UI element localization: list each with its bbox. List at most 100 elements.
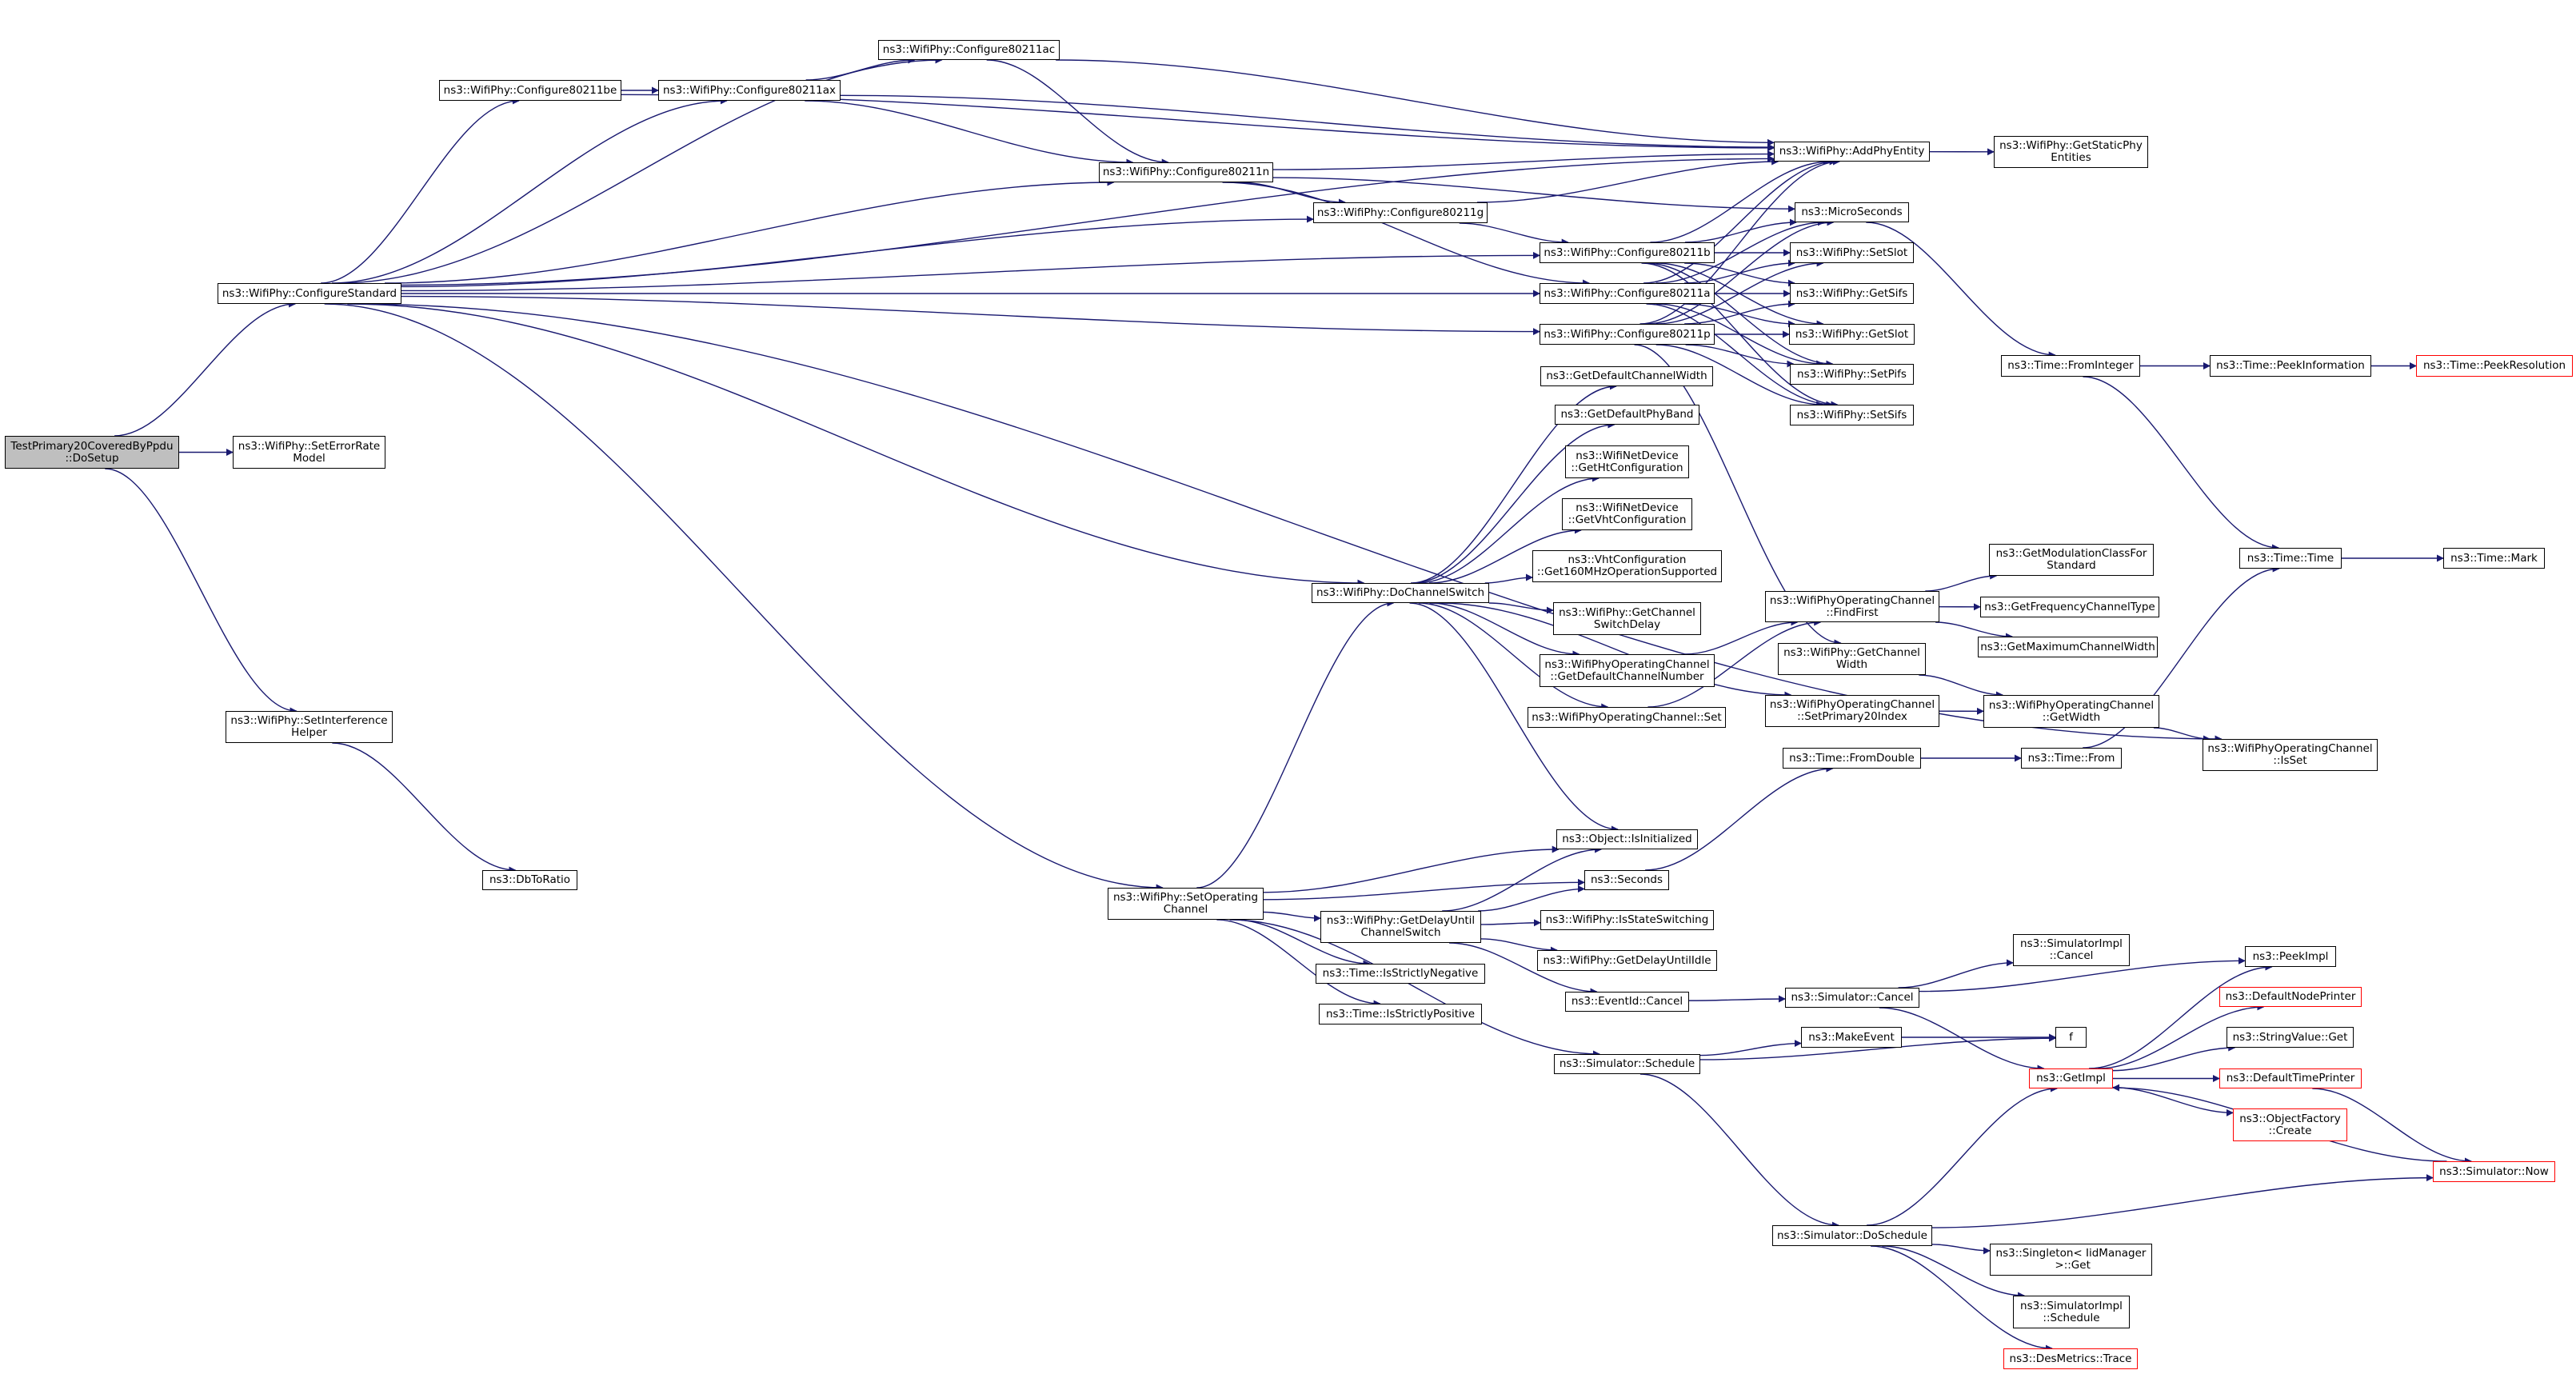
node-eventidcancel[interactable]: ns3::EventId::Cancel xyxy=(1565,992,1689,1012)
node-isstrictlynegative[interactable]: ns3::Time::IsStrictlyNegative xyxy=(1316,964,1485,984)
node-simulatorschedule[interactable]: ns3::Simulator::Schedule xyxy=(1554,1054,1700,1074)
node-label: ns3::SimulatorImpl ::Schedule xyxy=(2020,1299,2123,1324)
node-isset[interactable]: ns3::WifiPhyOperatingChannel ::IsSet xyxy=(2203,739,2378,771)
node-singletonget[interactable]: ns3::Singleton< IidManager >::Get xyxy=(1990,1244,2152,1276)
node-getdefaultchannelnumber[interactable]: ns3::WifiPhyOperatingChannel ::GetDefaul… xyxy=(1540,654,1715,687)
node-simulatornow[interactable]: ns3::Simulator::Now xyxy=(2433,1161,2555,1182)
node-c80211ac[interactable]: ns3::WifiPhy::Configure80211ac xyxy=(878,40,1060,60)
edge-c80211p-to-setslot xyxy=(1655,259,1824,325)
edge-configurestandard-to-dochannelswitch xyxy=(347,303,1365,587)
node-dochannelswitch[interactable]: ns3::WifiPhy::DoChannelSwitch xyxy=(1312,583,1489,603)
node-defaultnodeprinter[interactable]: ns3::DefaultNodePrinter xyxy=(2219,987,2362,1007)
node-simulatorimplschedule[interactable]: ns3::SimulatorImpl ::Schedule xyxy=(2013,1296,2130,1328)
node-objectfactorycreate[interactable]: ns3::ObjectFactory ::Create xyxy=(2233,1108,2347,1141)
node-seterrorratemodel[interactable]: ns3::WifiPhy::SetErrorRate Model xyxy=(233,436,385,469)
node-seconds[interactable]: ns3::Seconds xyxy=(1584,870,1669,890)
node-makeevent[interactable]: ns3::MakeEvent xyxy=(1801,1027,1902,1048)
node-timemark[interactable]: ns3::Time::Mark xyxy=(2443,548,2545,569)
node-getdefaultchannelwidth[interactable]: ns3::GetDefaultChannelWidth xyxy=(1540,366,1713,386)
node-fromdouble[interactable]: ns3::Time::FromDouble xyxy=(1783,748,1921,769)
edge-getwidth-to-isset xyxy=(2153,727,2211,743)
node-label: ns3::WifiPhy::Configure80211n xyxy=(1102,166,1270,178)
node-setoperatingchannel[interactable]: ns3::WifiPhy::SetOperating Channel xyxy=(1108,888,1264,920)
edge-getdelayuntilchannelswitch-to-isstateswitching xyxy=(1480,919,1541,927)
node-dbtoratio[interactable]: ns3::DbToRatio xyxy=(482,870,577,890)
node-stringvalueget[interactable]: ns3::StringValue::Get xyxy=(2227,1027,2354,1048)
node-label: ns3::Time::IsStrictlyPositive xyxy=(1325,1007,1476,1021)
node-gethtconfiguration[interactable]: ns3::WifiNetDevice ::GetHtConfiguration xyxy=(1565,445,1689,478)
node-setinterferencehelper[interactable]: ns3::WifiPhy::SetInterference Helper xyxy=(226,711,393,743)
edge-c80211n-to-c80211g xyxy=(1239,182,1346,206)
edge-c80211n-to-microseconds xyxy=(1272,177,1795,213)
node-c80211be[interactable]: ns3::WifiPhy::Configure80211be xyxy=(439,80,621,101)
node-setprimary20index[interactable]: ns3::WifiPhyOperatingChannel ::SetPrimar… xyxy=(1765,695,1939,727)
node-simulatorimplcancel[interactable]: ns3::SimulatorImpl ::Cancel xyxy=(2013,934,2130,966)
node-c80211p[interactable]: ns3::WifiPhy::Configure80211p xyxy=(1540,324,1715,345)
edge-setoperatingchannel-to-isinitialized xyxy=(1263,845,1560,893)
node-getdefaultphyband[interactable]: ns3::GetDefaultPhyBand xyxy=(1555,405,1699,425)
node-simulatorcancel[interactable]: ns3::Simulator::Cancel xyxy=(1785,988,1919,1008)
node-getwidth[interactable]: ns3::WifiPhyOperatingChannel ::GetWidth xyxy=(1983,695,2159,728)
edge-doschedule-to-singletonget xyxy=(1931,1244,1991,1255)
edge-getdefaultchannelnumber-to-findfirst xyxy=(1684,618,1799,655)
node-doschedule[interactable]: ns3::Simulator::DoSchedule xyxy=(1772,1225,1932,1246)
node-getfrequencychanneltype[interactable]: ns3::GetFrequencyChannelType xyxy=(1980,597,2159,617)
edge-configurestandard-to-setoperatingchannel xyxy=(324,303,1164,892)
node-label: ns3::WifiPhy::SetSifs xyxy=(1796,408,1907,421)
node-getmaximumchannelwidth[interactable]: ns3::GetMaximumChannelWidth xyxy=(1978,637,2158,657)
edge-dochannelswitch-to-getvhtconfiguration xyxy=(1428,526,1582,584)
edge-simulatorschedule-to-f xyxy=(1699,1034,2056,1060)
edge-configurestandard-to-c80211ac xyxy=(337,56,943,284)
node-getstaticphyentities[interactable]: ns3::WifiPhy::GetStaticPhy Entities xyxy=(1994,136,2148,168)
node-setsifs[interactable]: ns3::WifiPhy::SetSifs xyxy=(1790,405,1914,425)
node-c80211n[interactable]: ns3::WifiPhy::Configure80211n xyxy=(1099,162,1273,182)
edge-dosetup-to-configurestandard xyxy=(114,300,297,437)
node-opchannelset[interactable]: ns3::WifiPhyOperatingChannel::Set xyxy=(1528,707,1726,728)
node-peekinformation[interactable]: ns3::Time::PeekInformation xyxy=(2210,355,2371,377)
node-timefrom[interactable]: ns3::Time::From xyxy=(2021,748,2122,769)
node-setpifs[interactable]: ns3::WifiPhy::SetPifs xyxy=(1790,364,1914,385)
edge-doschedule-to-getimpl xyxy=(1867,1084,2058,1226)
node-dosetup[interactable]: TestPrimary20CoveredByPpdu ::DoSetup xyxy=(5,436,179,469)
node-timetime[interactable]: ns3::Time::Time xyxy=(2239,548,2342,569)
node-getdelayuntilchannelswitch[interactable]: ns3::WifiPhy::GetDelayUntil ChannelSwitc… xyxy=(1320,911,1481,943)
node-getchannelswitchdelay[interactable]: ns3::WifiPhy::GetChannel SwitchDelay xyxy=(1553,602,1701,635)
node-label: ns3::WifiPhy::ConfigureStandard xyxy=(222,286,397,300)
node-getsifs[interactable]: ns3::WifiPhy::GetSifs xyxy=(1790,283,1914,304)
edge-dochannelswitch-to-getdefaultchannelnumber xyxy=(1429,602,1580,658)
node-getdelayuntilidle[interactable]: ns3::WifiPhy::GetDelayUntilIdle xyxy=(1537,950,1717,971)
node-c80211ax[interactable]: ns3::WifiPhy::Configure80211ax xyxy=(658,80,841,101)
node-label: ns3::WifiPhy::Configure80211g xyxy=(1316,206,1484,219)
node-label: ns3::WifiPhy::GetSifs xyxy=(1795,286,1908,300)
node-frominteger[interactable]: ns3::Time::FromInteger xyxy=(2001,355,2140,377)
node-label: ns3::WifiPhy::Configure80211ac xyxy=(882,43,1056,56)
node-label: ns3::Time::Mark xyxy=(2450,551,2538,565)
node-get160mhz[interactable]: ns3::VhtConfiguration ::Get160MHzOperati… xyxy=(1532,550,1722,582)
node-defaulttimeprinter[interactable]: ns3::DefaultTimePrinter xyxy=(2219,1068,2362,1088)
node-addphyentity[interactable]: ns3::WifiPhy::AddPhyEntity xyxy=(1774,142,1930,162)
edge-dochannelswitch-to-opchannelset xyxy=(1418,602,1609,711)
node-c80211b[interactable]: ns3::WifiPhy::Configure80211b xyxy=(1540,242,1715,263)
node-label: ns3::WifiPhy::SetPifs xyxy=(1797,367,1907,381)
node-isstateswitching[interactable]: ns3::WifiPhy::IsStateSwitching xyxy=(1540,910,1714,930)
node-findfirst[interactable]: ns3::WifiPhyOperatingChannel ::FindFirst xyxy=(1765,591,1939,622)
node-label: f xyxy=(2069,1030,2073,1044)
node-c80211a[interactable]: ns3::WifiPhy::Configure80211a xyxy=(1540,283,1715,304)
node-peekresolution[interactable]: ns3::Time::PeekResolution xyxy=(2416,355,2573,377)
node-getvhtconfiguration[interactable]: ns3::WifiNetDevice ::GetVhtConfiguration xyxy=(1562,498,1692,530)
node-peekimpl[interactable]: ns3::PeekImpl xyxy=(2245,946,2336,967)
node-setslot[interactable]: ns3::WifiPhy::SetSlot xyxy=(1790,242,1914,263)
node-c80211g[interactable]: ns3::WifiPhy::Configure80211g xyxy=(1313,202,1488,223)
node-desmetricstrace[interactable]: ns3::DesMetrics::Trace xyxy=(2003,1348,2138,1369)
node-getchannelwidth[interactable]: ns3::WifiPhy::GetChannel Width xyxy=(1778,643,1926,675)
edge-c80211n-to-addphyentity xyxy=(1272,150,1775,170)
node-getmodulationclass[interactable]: ns3::GetModulationClassFor Standard xyxy=(1989,544,2154,576)
node-getimpl[interactable]: ns3::GetImpl xyxy=(2029,1068,2113,1088)
node-getslot[interactable]: ns3::WifiPhy::GetSlot xyxy=(1789,324,1915,345)
node-label: ns3::WifiNetDevice ::GetVhtConfiguration xyxy=(1568,501,1687,526)
node-configurestandard[interactable]: ns3::WifiPhy::ConfigureStandard xyxy=(218,283,401,304)
node-isstrictlypositive[interactable]: ns3::Time::IsStrictlyPositive xyxy=(1319,1004,1482,1025)
node-f[interactable]: f xyxy=(2055,1027,2087,1048)
node-isinitialized[interactable]: ns3::Object::IsInitialized xyxy=(1556,829,1698,849)
node-microseconds[interactable]: ns3::MicroSeconds xyxy=(1795,202,1909,222)
